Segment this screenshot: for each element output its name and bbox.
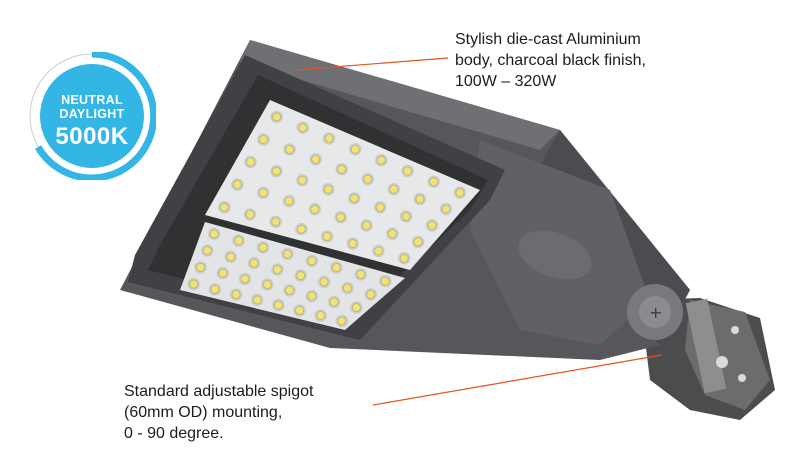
led-emitter <box>322 232 332 241</box>
led-emitter <box>273 265 282 274</box>
led-emitter <box>272 112 281 122</box>
led-emitter <box>352 303 361 312</box>
led-emitter <box>348 239 358 248</box>
led-emitter <box>295 306 304 315</box>
led-emitter <box>307 256 317 266</box>
led-emitter <box>362 221 371 230</box>
led-emitter <box>316 311 326 320</box>
led-emitter <box>401 212 411 221</box>
led-emitter <box>311 155 321 164</box>
led-emitter <box>350 145 360 154</box>
led-emitter <box>231 290 241 299</box>
led-emitter <box>310 204 320 214</box>
led-emitter <box>319 277 329 287</box>
led-emitter <box>196 263 205 272</box>
callout-spigot-line-1: Standard adjustable spigot <box>124 383 314 400</box>
badge-circle <box>29 50 158 182</box>
led-emitter <box>363 174 373 184</box>
callout-body-finish: Stylish die-cast Aluminium body, charcoa… <box>455 29 646 92</box>
led-emitter <box>259 135 268 144</box>
leader-line-body <box>294 57 449 71</box>
callout-spigot-line-2: (60mm OD) mounting, <box>124 404 283 421</box>
led-emitter <box>271 217 281 227</box>
led-emitter <box>336 213 346 222</box>
led-emitter <box>376 155 386 165</box>
led-emitter <box>283 249 292 259</box>
led-emitter <box>240 274 250 284</box>
color-temperature-badge: NEUTRAL DAYLIGHT 5000K <box>28 50 158 182</box>
badge-line-neutral: NEUTRAL <box>61 93 123 107</box>
callout-spigot-line-3: 0 - 90 degree. <box>124 425 224 442</box>
led-emitter <box>262 280 272 289</box>
led-emitter <box>233 180 242 189</box>
led-emitter <box>307 291 317 301</box>
led-emitter <box>329 297 339 307</box>
led-emitter <box>399 253 409 263</box>
badge-text: NEUTRAL DAYLIGHT 5000K <box>28 94 156 149</box>
led-emitter <box>218 268 228 278</box>
led-emitter <box>296 271 306 280</box>
led-emitter <box>226 252 235 262</box>
led-emitter <box>249 258 259 268</box>
led-emitter <box>429 177 439 187</box>
led-emitter <box>324 134 334 143</box>
led-emitter <box>274 300 283 310</box>
callout-body-line-2: body, charcoal black finish, <box>455 52 646 69</box>
led-emitter <box>356 270 366 279</box>
led-emitter <box>234 236 243 245</box>
led-emitter <box>298 123 308 132</box>
led-emitter <box>210 285 220 294</box>
led-emitter <box>337 165 347 174</box>
led-emitter <box>246 157 255 167</box>
leader-line-spigot <box>372 354 663 406</box>
led-emitter <box>374 246 383 256</box>
led-emitter <box>189 279 198 289</box>
led-emitter <box>203 246 212 255</box>
led-emitter <box>258 243 268 252</box>
led-emitter <box>297 175 307 185</box>
led-emitter <box>285 145 294 154</box>
led-emitter <box>415 194 425 204</box>
callout-spigot-mounting: Standard adjustable spigot (60mm OD) mou… <box>124 381 313 444</box>
led-emitter <box>258 188 268 198</box>
led-emitter <box>337 316 347 326</box>
led-emitter <box>343 283 352 293</box>
led-emitter <box>375 203 385 212</box>
led-emitter <box>389 184 399 194</box>
led-emitter <box>455 188 465 197</box>
led-emitter <box>272 166 281 176</box>
led-emitter <box>297 224 306 234</box>
led-emitter <box>252 295 262 305</box>
led-emitter <box>285 286 294 295</box>
led-panel-bottom <box>180 222 405 330</box>
led-emitter <box>441 204 451 214</box>
led-emitter <box>403 166 412 176</box>
led-emitter <box>413 237 423 247</box>
led-emitter <box>427 221 437 230</box>
led-emitter <box>349 194 359 203</box>
led-emitter <box>284 196 294 206</box>
led-emitter <box>220 202 229 212</box>
led-emitter <box>380 276 390 286</box>
led-emitter <box>387 229 397 238</box>
led-emitter <box>245 210 255 219</box>
badge-line-kelvin: 5000K <box>55 123 129 150</box>
led-array <box>187 110 467 328</box>
led-emitter <box>332 263 341 272</box>
callout-body-line-3: 100W – 320W <box>455 73 557 90</box>
led-emitter <box>209 229 219 239</box>
svg-text:+: + <box>649 303 662 322</box>
led-emitter <box>323 184 333 194</box>
callout-body-line-1: Stylish die-cast Aluminium <box>455 31 641 48</box>
led-emitter <box>366 290 376 299</box>
badge-line-daylight: DAYLIGHT <box>59 106 125 121</box>
